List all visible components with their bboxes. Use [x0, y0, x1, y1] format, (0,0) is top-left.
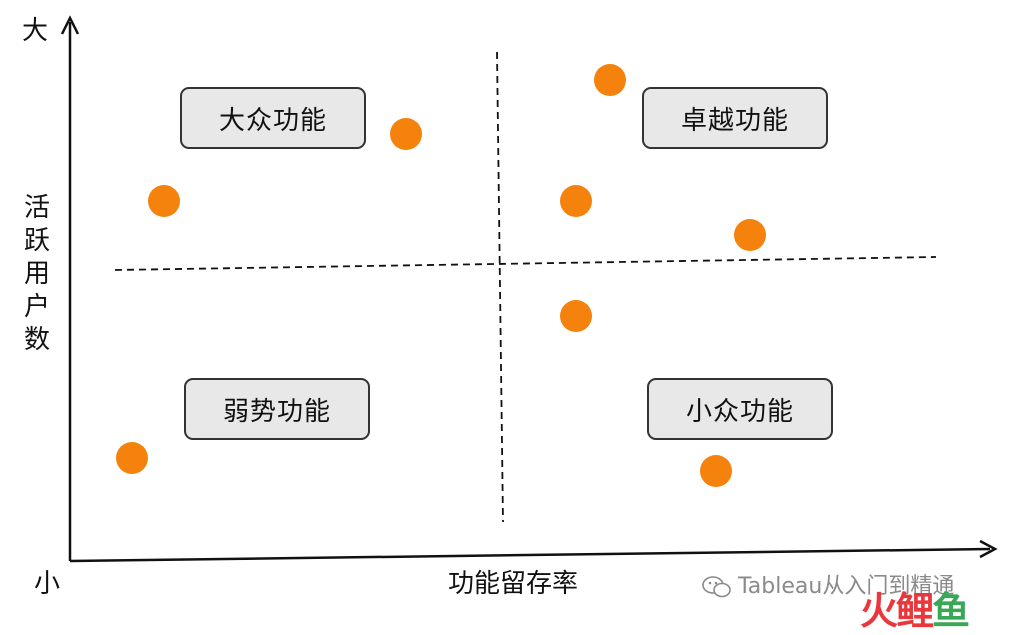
- data-point: [734, 219, 766, 251]
- y-axis-high-label: 大: [22, 16, 49, 46]
- logo-char: 鱼: [932, 589, 970, 633]
- x-axis: [69, 547, 991, 563]
- quadrant-top-right-box: 卓越功能: [642, 87, 828, 149]
- y-axis-low-label: 小: [34, 569, 61, 599]
- data-point: [560, 185, 592, 217]
- wechat-icon: [702, 576, 731, 598]
- logo-char: 火: [860, 589, 898, 633]
- logo: 火鲤鱼: [860, 580, 970, 635]
- data-point: [116, 442, 148, 474]
- data-point: [560, 300, 592, 332]
- data-point: [700, 455, 732, 487]
- quadrant-top-left-label: 大众功能: [218, 105, 327, 136]
- quadrant-bottom-right-box: 小众功能: [647, 378, 833, 440]
- horizontal-divider: [114, 256, 937, 271]
- vertical-divider: [496, 51, 504, 523]
- watermark: Tableau从入门到精通: [702, 568, 954, 600]
- x-axis-arrow: [979, 539, 998, 559]
- quadrant-top-right-label: 卓越功能: [680, 105, 789, 136]
- data-point: [390, 118, 422, 150]
- watermark-text: Tableau从入门到精通: [738, 574, 955, 599]
- logo-char: 鲤: [896, 589, 934, 633]
- quadrant-bottom-left-label: 弱势功能: [222, 396, 331, 427]
- x-axis-title: 功能留存率: [448, 569, 579, 599]
- quadrant-bottom-left-box: 弱势功能: [184, 378, 370, 440]
- y-axis-title: 活跃用户数: [23, 193, 50, 355]
- quadrant-bottom-right-label: 小众功能: [685, 396, 794, 427]
- y-axis-arrow: [60, 15, 80, 35]
- data-point: [594, 64, 626, 96]
- quadrant-top-left-box: 大众功能: [180, 87, 366, 149]
- data-point: [148, 185, 180, 217]
